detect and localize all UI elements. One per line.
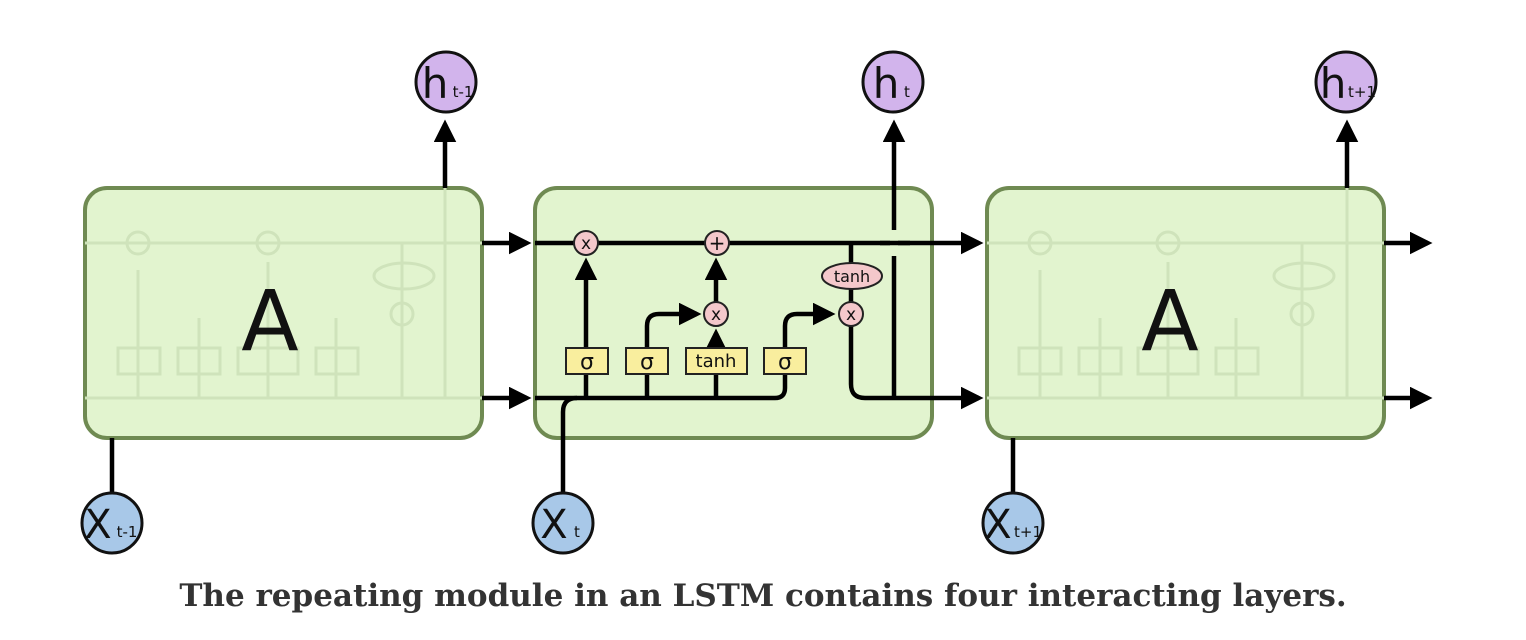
pointwise-tanh-label: tanh — [834, 267, 870, 286]
layer-boxes: σ σ tanh σ — [565, 347, 807, 375]
add-op — [704, 230, 730, 256]
inter-cell-arrows — [109, 119, 1433, 492]
hidden-node-middle: h t — [861, 50, 925, 114]
candidate-layer-label: tanh — [696, 351, 737, 372]
cell-middle — [533, 186, 934, 440]
pointwise-tanh-op — [821, 262, 883, 290]
input-middle-base: X — [540, 502, 567, 548]
input-middle-sub: t — [574, 523, 580, 541]
input-left-base: X — [84, 502, 111, 548]
cell-left-faint-wiring — [85, 188, 482, 400]
input-node-middle: X t — [531, 491, 595, 555]
hidden-left-base: h — [422, 59, 449, 108]
input-node-left: X t-1 — [80, 491, 144, 555]
input-multiply-op — [703, 301, 729, 327]
cell-middle-wiring — [535, 119, 932, 492]
hidden-node-right: h t+1 — [1314, 50, 1378, 114]
hidden-middle-sub: t — [904, 83, 910, 101]
output-multiply-op — [838, 301, 864, 327]
cell-middle-box — [533, 186, 934, 440]
input-bus — [535, 374, 788, 401]
figure-caption: The repeating module in an LSTM contains… — [179, 578, 1347, 614]
hidden-node-left: h t-1 — [414, 50, 478, 114]
hidden-right-sub: t+1 — [1348, 83, 1376, 101]
hidden-right-base: h — [1320, 59, 1347, 108]
cell-left: A — [83, 186, 484, 440]
forget-multiply-op — [573, 230, 599, 256]
input-node-right: X t+1 — [981, 491, 1045, 555]
cell-right-label: A — [1141, 272, 1198, 370]
hidden-left-sub: t-1 — [453, 83, 474, 101]
output-layer-box — [763, 347, 807, 375]
input-nodes: X t-1 X t X t+1 — [80, 491, 1045, 555]
cell-right-faint-wiring — [987, 188, 1384, 400]
cell-left-label: A — [241, 272, 298, 370]
output-gate-curve — [782, 302, 836, 348]
pointwise-ops: x + x tanh x — [573, 230, 883, 327]
candidate-layer-box — [685, 347, 748, 375]
forget-multiply-label: x — [581, 234, 591, 254]
forget-layer-box — [565, 347, 609, 375]
output-to-hidden — [848, 326, 932, 401]
output-multiply-label: x — [846, 305, 856, 325]
hidden-middle-base: h — [873, 59, 900, 108]
input-right-base: X — [984, 502, 1011, 548]
input-xt-line — [560, 395, 578, 492]
hidden-state-nodes: h t-1 h t h t+1 — [414, 50, 1378, 114]
cell-right: A — [985, 186, 1386, 440]
input-left-sub: t-1 — [117, 523, 138, 541]
input-layer-label: σ — [640, 350, 654, 375]
input-right-sub: t+1 — [1014, 523, 1042, 541]
input-multiply-label: x — [711, 305, 721, 325]
input-gate-curve — [644, 302, 702, 348]
lstm-diagram: A A — [80, 50, 1433, 555]
output-layer-label: σ — [778, 350, 792, 375]
forget-layer-label: σ — [580, 350, 594, 375]
add-label: + — [709, 231, 726, 255]
input-layer-box — [625, 347, 669, 375]
